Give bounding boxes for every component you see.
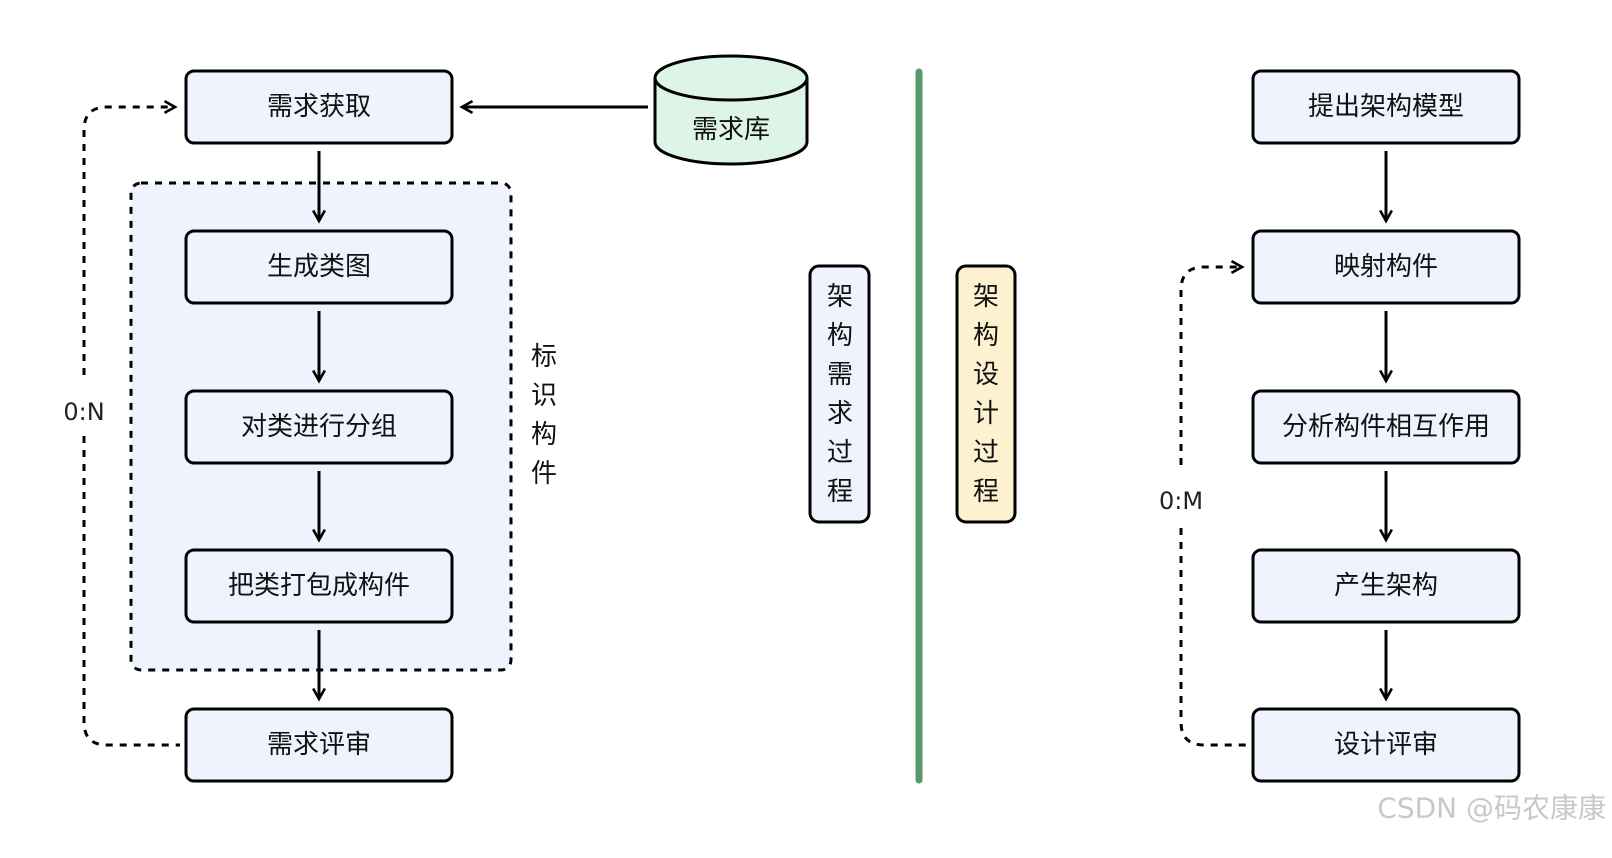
- group-label-char: 标: [531, 342, 557, 372]
- step-produce-architecture: 产生架构: [1251, 548, 1521, 624]
- step-analyze-interactions-label: 分析构件相互作用: [1282, 412, 1490, 442]
- step-acquire-requirements-label: 需求获取: [267, 92, 371, 122]
- step-generate-class-diagram: 生成类图: [184, 229, 454, 305]
- step-generate-class-diagram-label: 生成类图: [267, 252, 371, 282]
- left-loop-label: 0:N: [63, 398, 104, 426]
- step-design-review: 设计评审: [1251, 707, 1521, 783]
- tag-char: 构: [973, 321, 999, 351]
- step-map-components-label: 映射构件: [1334, 252, 1438, 282]
- step-group-classes-label: 对类进行分组: [241, 412, 397, 442]
- group-label-char: 构: [531, 420, 557, 450]
- left-loop-top: [82, 107, 175, 375]
- right-loop-bottom: [1179, 528, 1246, 747]
- group-label-char: 识: [531, 381, 557, 411]
- requirement-library-label: 需求库: [692, 115, 770, 145]
- requirement-process-tag: 架 构 需 求 过 程: [808, 264, 871, 524]
- right-loop-top: [1179, 267, 1242, 465]
- group-label: 标 识 构 件: [531, 342, 557, 489]
- tag-char: 架: [973, 282, 999, 312]
- step-package-classes: 把类打包成构件: [184, 548, 454, 624]
- tag-char: 过: [827, 438, 853, 468]
- tag-char: 设: [973, 360, 999, 390]
- step-propose-model-label: 提出架构模型: [1308, 92, 1464, 122]
- step-analyze-interactions: 分析构件相互作用: [1251, 389, 1521, 465]
- step-acquire-requirements: 需求获取: [184, 69, 454, 145]
- tag-char: 计: [973, 399, 999, 429]
- step-requirement-review-label: 需求评审: [267, 730, 371, 760]
- left-loop-bottom: [82, 436, 180, 747]
- tag-char: 需: [827, 360, 853, 390]
- requirement-library: 需求库: [653, 54, 809, 166]
- tag-char: 架: [827, 282, 853, 312]
- step-package-classes-label: 把类打包成构件: [228, 571, 410, 601]
- tag-char: 程: [973, 477, 999, 507]
- step-group-classes: 对类进行分组: [184, 389, 454, 465]
- step-propose-model: 提出架构模型: [1251, 69, 1521, 145]
- step-requirement-review: 需求评审: [184, 707, 454, 783]
- tag-char: 过: [973, 438, 999, 468]
- design-process-tag: 架 构 设 计 过 程: [955, 264, 1017, 524]
- step-design-review-label: 设计评审: [1334, 730, 1438, 760]
- right-loop-label: 0:M: [1159, 487, 1203, 515]
- step-map-components: 映射构件: [1251, 229, 1521, 305]
- tag-char: 求: [827, 399, 853, 429]
- step-produce-architecture-label: 产生架构: [1334, 571, 1438, 601]
- group-label-char: 件: [531, 459, 557, 489]
- tag-char: 构: [827, 321, 853, 351]
- tag-char: 程: [827, 477, 853, 507]
- watermark: CSDN @码农康康: [1377, 792, 1606, 825]
